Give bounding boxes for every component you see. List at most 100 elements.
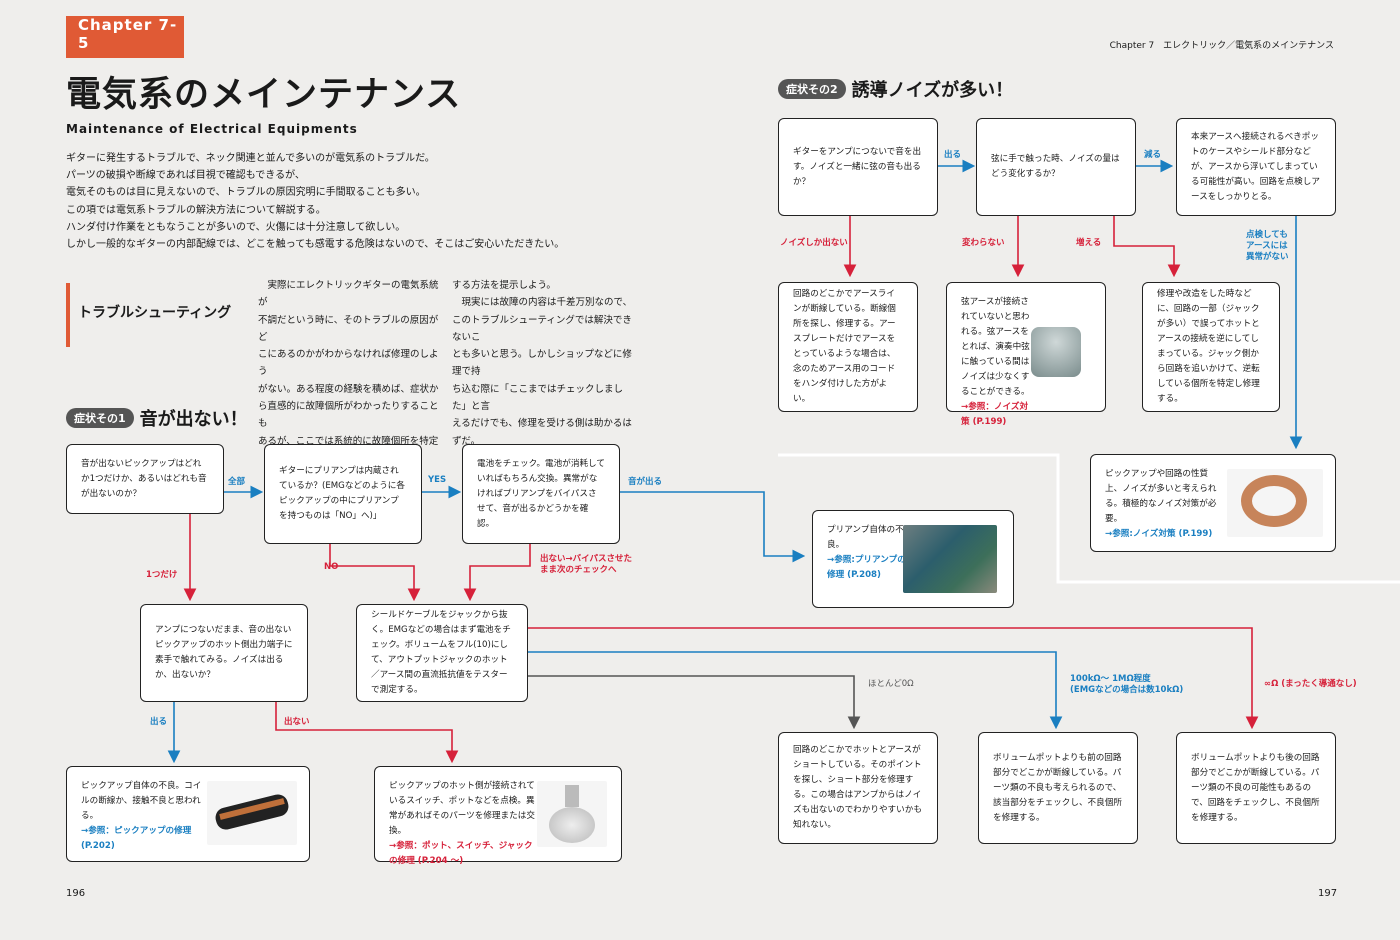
label-checked-1: 点検しても	[1246, 230, 1288, 240]
troubleshooting-col2: する方法を提示しよう。 現実には故障の内容は千差万別なので、 このトラブルシュー…	[452, 277, 637, 450]
s1-touch-test: アンプにつないだまま、音の出ないピックアップのホット側出力端子に素手で触れてみる…	[140, 604, 308, 702]
s1-pickup-fault: ピックアップ自体の不良。コイルの断線か、接触不良と思われる。 →参照：ピックアッ…	[66, 766, 310, 862]
label-checked-3: 異常がない	[1246, 252, 1289, 262]
s2-reversed-wiring: 修理や改造をした時などに、回路の一部（ジャックが多い）で誤ってホットとアースの接…	[1142, 282, 1280, 412]
s1-result-short: 回路のどこかでホットとアースがショートしている。そのポイントを探し、ショート部分…	[778, 732, 938, 844]
intro-text: ギターに発生するトラブルで、ネック関連と並んで多いのが電気系のトラブルだ。 パー…	[66, 150, 586, 253]
pickup-photo	[207, 781, 297, 845]
intro-line: ギターに発生するトラブルで、ネック関連と並んで多いのが電気系のトラブルだ。	[66, 153, 435, 164]
text-line: 実際にエレクトリックギターの電気系統が	[258, 280, 439, 309]
s2-ground-line-break: 回路のどこかでアースラインが断線している。断線個所を探し、修理する。アースプレー…	[778, 282, 918, 412]
s1-question-preamp: ギターにプリアンプは内蔵されているか？(EMGなどのように各ピックアップの中にプ…	[264, 444, 422, 544]
label-s2-heru: 減る	[1144, 150, 1162, 160]
label-all: 全部	[228, 477, 246, 487]
text-line: 現実には故障の内容は千差万別なので、	[452, 297, 633, 309]
label-yes: YES	[428, 475, 447, 485]
text-line: ち込む際に「ここまではチェックしました」と言	[452, 383, 624, 413]
switch-photo	[537, 781, 607, 847]
label-noise-only: ノイズしか出ない	[780, 238, 848, 248]
label-deru: 出る	[150, 717, 168, 727]
box-text: ギターをアンプにつないで音を出す。ノイズと一緒に弦の音も出るか？	[793, 146, 922, 187]
troubleshooting-col1: 実際にエレクトリックギターの電気系統が 不調だという時に、そのトラブルの原因がど…	[258, 277, 443, 450]
box-text: ピックアップ自体の不良。コイルの断線か、接触不良と思われる。	[81, 781, 202, 821]
s1-preamp-fault: プリアンプ自体の不良。 →参照:プリアンプの修理 (P.208)	[812, 510, 1014, 608]
hot-text: ピックアップのホット側が接続されているスイッチ、ポットなどを点検。異常があればそ…	[389, 779, 535, 869]
countermeasure-text: ピックアップや回路の性質上、ノイズが多いと考えられる。積極的なノイズ対策が必要。…	[1105, 467, 1221, 542]
section-bar	[66, 283, 70, 347]
hot-ref: →参照：ポット、スイッチ、ジャックの修理 (P.204 〜)	[389, 841, 533, 866]
box-text: 修理や改造をした時などに、回路の一部（ジャックが多い）で誤ってホットとアースの接…	[1157, 289, 1260, 404]
label-bypass-line1: 出ない→バイパスさせた	[540, 554, 632, 564]
label-no-change: 変わらない	[962, 238, 1005, 248]
label-infinite: ∞Ω (まったく導通なし)	[1264, 679, 1357, 689]
intro-line: しかし一般的なギターの内部配線では、どこを触っても感電する危険はないので、そこは…	[66, 239, 565, 251]
pickup-text: ピックアップ自体の不良。コイルの断線か、接触不良と思われる。 →参照：ピックアッ…	[81, 779, 203, 854]
box-text: ボリュームポットよりも後の回路部分でどこかが断線している。パーツ類の不良の可能性…	[1191, 752, 1320, 823]
s2-question-string-sound: ギターをアンプにつないで音を出す。ノイズと一緒に弦の音も出るか？	[778, 118, 938, 216]
box-text: ピックアップや回路の性質上、ノイズが多いと考えられる。積極的なノイズ対策が必要。	[1105, 469, 1217, 524]
label-zero-ohm: ほとんど0Ω	[868, 679, 914, 689]
label-one-only: 1つだけ	[146, 570, 178, 580]
string-ground-ref: →参照：ノイズ対策 (P.199)	[961, 402, 1029, 427]
box-text: ギターにプリアンプは内蔵されているか？(EMGなどのように各ピックアップの中にプ…	[279, 466, 405, 521]
countermeasure-ref: →参照:ノイズ対策 (P.199)	[1105, 529, 1213, 539]
preamp-ref: →参照:プリアンプの修理 (P.208)	[827, 555, 906, 580]
box-text: ピックアップのホット側が接続されているスイッチ、ポットなどを点検。異常があればそ…	[389, 781, 535, 836]
text-line: こにあるのかがわからなければ修理のしよう	[258, 349, 439, 378]
page-subtitle: Maintenance of Electrical Equipments	[66, 122, 358, 136]
box-text: 回路のどこかでホットとアースがショートしている。そのポイントを探し、ショート部分…	[793, 745, 922, 830]
symptom1-title: 音が出ない！	[139, 409, 248, 430]
label-checked-2: アースには	[1246, 241, 1288, 251]
box-text: シールドケーブルをジャックから抜く。EMGなどの場合はまず電池をチェック。ボリュ…	[371, 610, 511, 695]
running-head: Chapter 7 エレクトリック／電気系のメインテナンス	[1109, 41, 1334, 51]
intro-line: ハンダ付け作業をともなうことが多いので、火傷には十分注意して欲しい。	[66, 221, 406, 233]
label-100k-sub: (EMGなどの場合は数10kΩ)	[1070, 685, 1184, 695]
symptom2-badge: 症状その2	[778, 79, 846, 99]
pickup-ref: →参照：ピックアップの修理 (P.202)	[81, 826, 192, 851]
chapter-tab: Chapter 7-5	[66, 16, 184, 58]
label-increase: 増える	[1076, 238, 1102, 248]
text-line: とも多いと思う。しかしショップなどに修理で持	[452, 349, 632, 378]
text-line: 不調だという時に、そのトラブルの原因がど	[258, 314, 439, 343]
text-line: あるが、ここでは系統的に故障個所を特定	[258, 435, 439, 447]
label-bypass-line2: まま次のチェックへ	[540, 565, 617, 575]
text-line: ら直感的に故障個所がわかったりすることも	[258, 401, 439, 430]
label-denai: 出ない	[284, 717, 310, 727]
troubleshooting-heading: トラブルシューティング	[78, 305, 232, 321]
label-100k: 100kΩ〜 1MΩ程度	[1070, 674, 1151, 684]
box-text: 電池をチェック。電池が消耗していればもちろん交換。異常がなければプリアンプをバイ…	[477, 458, 605, 529]
box-text: 弦に手で触った時、ノイズの量はどう変化するか？	[991, 154, 1120, 179]
box-text: アンプにつないだまま、音の出ないピックアップのホット側出力端子に素手で触れてみる…	[155, 625, 293, 680]
label-sound-out: 音が出る	[628, 477, 663, 487]
paint-jar-photo	[1031, 327, 1081, 377]
intro-line: 電気そのものは目に見えないので、トラブルの原因究明に手間取ることも多い。	[66, 187, 426, 199]
text-line: する方法を提示しよう。	[452, 280, 556, 291]
string-ground-text: 弦アースが接続されていないと思われる。弦アースをとれば、演奏中弦に触っている間は…	[961, 295, 1035, 430]
s1-result-before-pot: ボリュームポットよりも前の回路部分でどこかが断線している。パーツ類の不良も考えら…	[978, 732, 1138, 844]
page-number-right: 197	[1318, 888, 1338, 899]
label-s2-deru: 出る	[944, 150, 962, 160]
box-text: 弦アースが接続されていないと思われる。弦アースをとれば、演奏中弦に触っている間は…	[961, 297, 1030, 397]
copper-tape-photo	[1227, 469, 1323, 537]
label-no: NO	[324, 562, 339, 572]
box-text: 本来アースへ接続されるべきポットのケースやシールド部分などが、アースから浮いてし…	[1191, 131, 1320, 202]
s1-result-after-pot: ボリュームポットよりも後の回路部分でどこかが断線している。パーツ類の不良の可能性…	[1176, 732, 1336, 844]
s1-hot-side-check: ピックアップのホット側が接続されているスイッチ、ポットなどを点検。異常があればそ…	[374, 766, 622, 866]
symptom1-heading: 症状その1 音が出ない！	[66, 405, 248, 431]
preamp-text: プリアンプ自体の不良。 →参照:プリアンプの修理 (P.208)	[827, 523, 913, 583]
s2-string-ground: 弦アースが接続されていないと思われる。弦アースをとれば、演奏中弦に触っている間は…	[946, 282, 1106, 427]
symptom2-title: 誘導ノイズが多い！	[851, 80, 1014, 101]
s2-noise-countermeasure: ピックアップや回路の性質上、ノイズが多いと考えられる。積極的なノイズ対策が必要。…	[1090, 454, 1336, 552]
box-text: プリアンプ自体の不良。	[827, 525, 904, 550]
s2-question-touch: 弦に手で触った時、ノイズの量はどう変化するか？	[976, 118, 1136, 216]
s1-resistance-test: シールドケーブルをジャックから抜く。EMGなどの場合はまず電池をチェック。ボリュ…	[356, 604, 528, 702]
s1-battery-check: 電池をチェック。電池が消耗していればもちろん交換。異常がなければプリアンプをバイ…	[462, 444, 620, 544]
symptom2-heading: 症状その2 誘導ノイズが多い！	[778, 76, 1013, 102]
preamp-photo	[903, 525, 997, 593]
box-text: 回路のどこかでアースラインが断線している。断線個所を探し、修理する。アースプレー…	[793, 289, 896, 404]
box-text: ボリュームポットよりも前の回路部分でどこかが断線している。パーツ類の不良も考えら…	[993, 752, 1122, 823]
box-text: 音が出ないピックアップはどれか1つだけか、あるいはどれも音が出ないのか？	[81, 458, 207, 499]
page-number-left: 196	[66, 888, 86, 899]
symptom1-badge: 症状その1	[66, 408, 134, 428]
